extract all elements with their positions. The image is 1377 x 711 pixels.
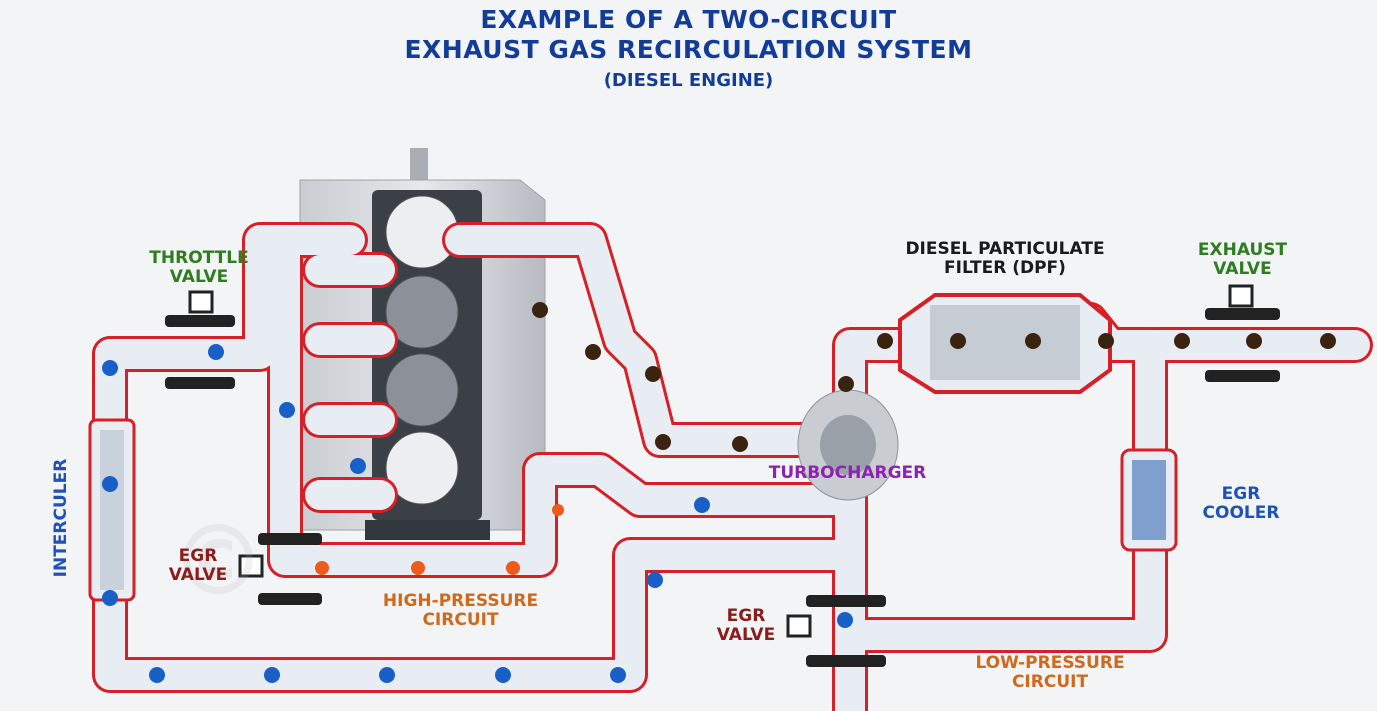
dpf-label-line-2: FILTER (DPF) (944, 258, 1066, 278)
egr-valve-lp (786, 595, 886, 667)
throttle-valve-label: THROTTLE VALVE (134, 249, 264, 287)
egr-cooler-label-line-2: COOLER (1202, 503, 1280, 523)
exhaust-valve-label: EXHAUST VALVE (1180, 241, 1305, 279)
egr-valve-lp-label-line-1: EGR (726, 606, 766, 626)
dpf-label-line-1: DIESEL PARTICULATE (905, 239, 1105, 259)
dpf (898, 293, 1112, 394)
throttle-valve (165, 290, 235, 389)
egr-cooler-label-line-1: EGR (1221, 484, 1261, 504)
exhaust-valve (1205, 284, 1280, 382)
exhaust-valve-label-line-2: VALVE (1213, 259, 1272, 279)
diagram-title-line-1: EXAMPLE OF A TWO-CIRCUIT (480, 5, 897, 34)
egr-valve-lp-label: EGR VALVE (706, 607, 786, 645)
egr-valve-hp-label-line-2: VALVE (168, 565, 228, 585)
interculer-label: INTERCULER (51, 458, 71, 578)
high-pressure-circuit-label: HIGH-PRESSURE CIRCUIT (358, 592, 563, 630)
egr-valve-lp-label-line-2: VALVE (716, 625, 776, 645)
intercooler (88, 418, 136, 602)
hp-egr-dots (315, 504, 564, 575)
low-pressure-circuit-label-line-1: LOW-PRESSURE (975, 653, 1125, 673)
egr-valve-hp (238, 533, 322, 605)
high-pressure-circuit-label-line-2: CIRCUIT (422, 610, 499, 630)
throttle-valve-label-line-1: THROTTLE (149, 248, 249, 268)
fresh-air-dots (102, 344, 853, 683)
diagram-subtitle: (DIESEL ENGINE) (603, 70, 774, 91)
egr-valve-hp-label-line-1: EGR (178, 546, 218, 566)
engine-cylinders (385, 195, 459, 505)
turbocharger-label: TURBOCHARGER (768, 463, 927, 483)
turbocharger (797, 389, 899, 501)
low-pressure-circuit-label-line-2: CIRCUIT (1011, 672, 1089, 692)
watermark: © (170, 505, 270, 617)
egr-cooler (1120, 448, 1178, 552)
egr-cooler-label: EGR COOLER (1186, 485, 1296, 523)
exhaust-dots (532, 302, 1336, 452)
low-pressure-circuit-label: LOW-PRESSURE CIRCUIT (945, 654, 1155, 692)
diagram-title-line-2: EXHAUST GAS RECIRCULATION SYSTEM (404, 35, 973, 64)
exhaust-valve-label-line-1: EXHAUST (1197, 240, 1288, 260)
throttle-valve-label-line-2: VALVE (169, 267, 229, 287)
dpf-label: DIESEL PARTICULATE FILTER (DPF) (870, 240, 1140, 278)
egr-valve-hp-label: EGR VALVE (158, 547, 238, 585)
high-pressure-circuit-label-line-1: HIGH-PRESSURE (382, 591, 539, 611)
